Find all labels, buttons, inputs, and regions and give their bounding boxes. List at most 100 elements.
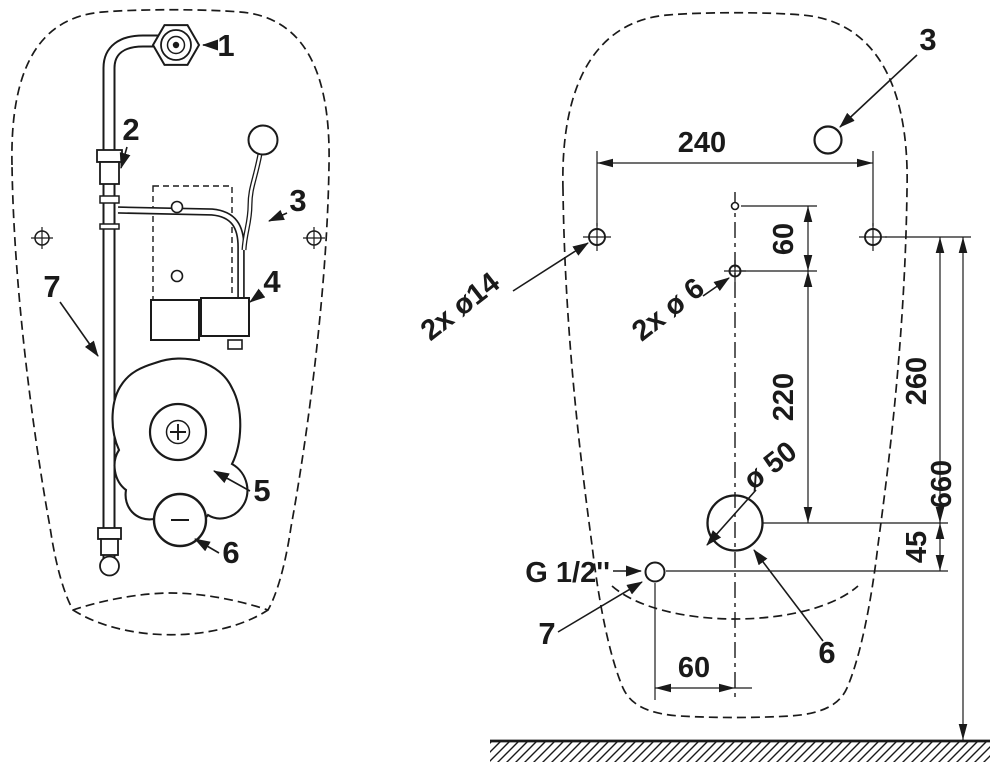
union-nut [96, 149, 123, 163]
inlet-port [148, 402, 208, 462]
dim-220-value: 220 [768, 373, 800, 421]
dimension-view: 240 60 220 260 45 660 [415, 11, 990, 762]
valve-housing-outline [152, 185, 233, 301]
float-ball [247, 124, 279, 156]
urinal-outline-left [11, 8, 330, 612]
fixing-point-cross [31, 227, 53, 249]
callout-2-leader [119, 146, 131, 169]
pilot-hole [724, 260, 746, 282]
callout-3-label: 3 [289, 183, 306, 218]
floor-hatch [490, 741, 990, 762]
dim-220: 220 [768, 373, 800, 421]
flush-pipe [102, 34, 160, 560]
callout-7-left: 7 [43, 269, 99, 357]
callout-7-leader [59, 301, 99, 357]
flush-pipe-fill [104, 36, 160, 560]
label-pilot-holes-leader [702, 277, 730, 297]
valve-base-left [150, 299, 200, 341]
urinal-outline-right [562, 11, 908, 719]
label-fixing-holes: 2x ø14 [415, 242, 589, 348]
callout-3-right: 3 [839, 22, 937, 128]
callout-2-label: 2 [122, 112, 139, 147]
pipe-ring-2 [99, 223, 120, 230]
union-body [99, 161, 120, 185]
float-rod-fill [242, 153, 262, 251]
fixing-hole-cross [583, 223, 611, 251]
internal-components-view: 1 2 3 4 5 6 7 [11, 8, 330, 636]
water-connection-hole [644, 561, 666, 583]
callout-6-leader [194, 538, 220, 554]
dim-260-value: 260 [901, 357, 933, 405]
fixing-point-cross [303, 227, 325, 249]
dim-660: 660 [926, 237, 968, 740]
callout-7-right-label: 7 [538, 616, 555, 651]
pipe-connector [151, 24, 201, 66]
connector-ring-inner [166, 35, 186, 55]
callout-6-right-leader [753, 549, 824, 642]
lower-nut [97, 527, 122, 540]
pipe-fitting-lower [97, 527, 122, 577]
callout-3-left: 3 [268, 183, 307, 222]
dim-60-top: 60 [741, 205, 817, 523]
fixing-point-right [303, 227, 325, 249]
outlet-port [152, 492, 208, 548]
pipe-fitting-upper [96, 149, 123, 230]
label-outlet-text: ø 50 [738, 435, 803, 496]
pipe-end-ball [99, 555, 120, 577]
dim-260-arrows [935, 237, 945, 571]
callout-6-label: 6 [222, 535, 239, 570]
callout-5: 5 [213, 470, 271, 508]
connector-center [172, 41, 180, 49]
valve-supply-tube-fill [117, 207, 244, 297]
callout-4-label: 4 [263, 264, 281, 299]
valve-foot [227, 339, 243, 350]
callout-7-label: 7 [43, 269, 60, 304]
dim-45-value: 45 [901, 531, 933, 563]
fixing-hole-cross [859, 223, 887, 251]
callout-3-right-label: 3 [919, 22, 936, 57]
valve-screw-lower [170, 269, 184, 283]
dim-660-value: 660 [926, 460, 958, 508]
pipe-ring-1 [99, 195, 120, 204]
bowl-rim-curve-left [72, 609, 269, 636]
callout-2: 2 [119, 112, 140, 169]
dim-chain-arrows [803, 206, 813, 523]
reference-point [730, 201, 740, 211]
label-fixing-holes-leader [512, 242, 589, 292]
callout-7-right-leader [557, 581, 643, 633]
plus-mark [170, 424, 186, 440]
callout-1: 1 [202, 28, 235, 63]
fixing-hole-left [583, 223, 611, 251]
callout-1-label: 1 [217, 28, 234, 63]
dim-60-extensions [741, 205, 817, 272]
lower-body [100, 538, 119, 556]
label-fixing-holes-text: 2x ø14 [415, 267, 506, 348]
callout-4: 4 [249, 264, 281, 303]
callout-7-right: 7 [538, 581, 643, 651]
dim-60b-value: 60 [678, 652, 710, 684]
callout-3-leader [268, 209, 288, 222]
floor [490, 739, 990, 762]
top-hole [813, 125, 843, 155]
valve-supply-tube-outline [117, 206, 245, 297]
dim-240-value: 240 [678, 127, 726, 159]
callout-6-right: 6 [753, 549, 836, 670]
outlet-hole [706, 494, 764, 552]
callout-3-right-leader [839, 54, 918, 128]
label-water-connection-text: G 1/2'' [525, 557, 610, 589]
callout-4-leader [249, 288, 266, 303]
dim-240: 240 [596, 127, 874, 226]
fixing-point-left [31, 227, 53, 249]
callout-6-right-label: 6 [818, 635, 835, 670]
label-pilot-holes-text: 2x ø 6 [626, 272, 710, 348]
label-water-connection: G 1/2'' [525, 557, 642, 589]
valve-screw-upper [170, 200, 184, 214]
callout-5-leader [213, 470, 251, 492]
callout-6-left: 6 [194, 535, 240, 570]
inlet-port-inner [165, 419, 191, 445]
valve-base-right [200, 297, 250, 337]
fixing-hole-right [859, 223, 887, 251]
dim-60-value: 60 [768, 223, 800, 255]
